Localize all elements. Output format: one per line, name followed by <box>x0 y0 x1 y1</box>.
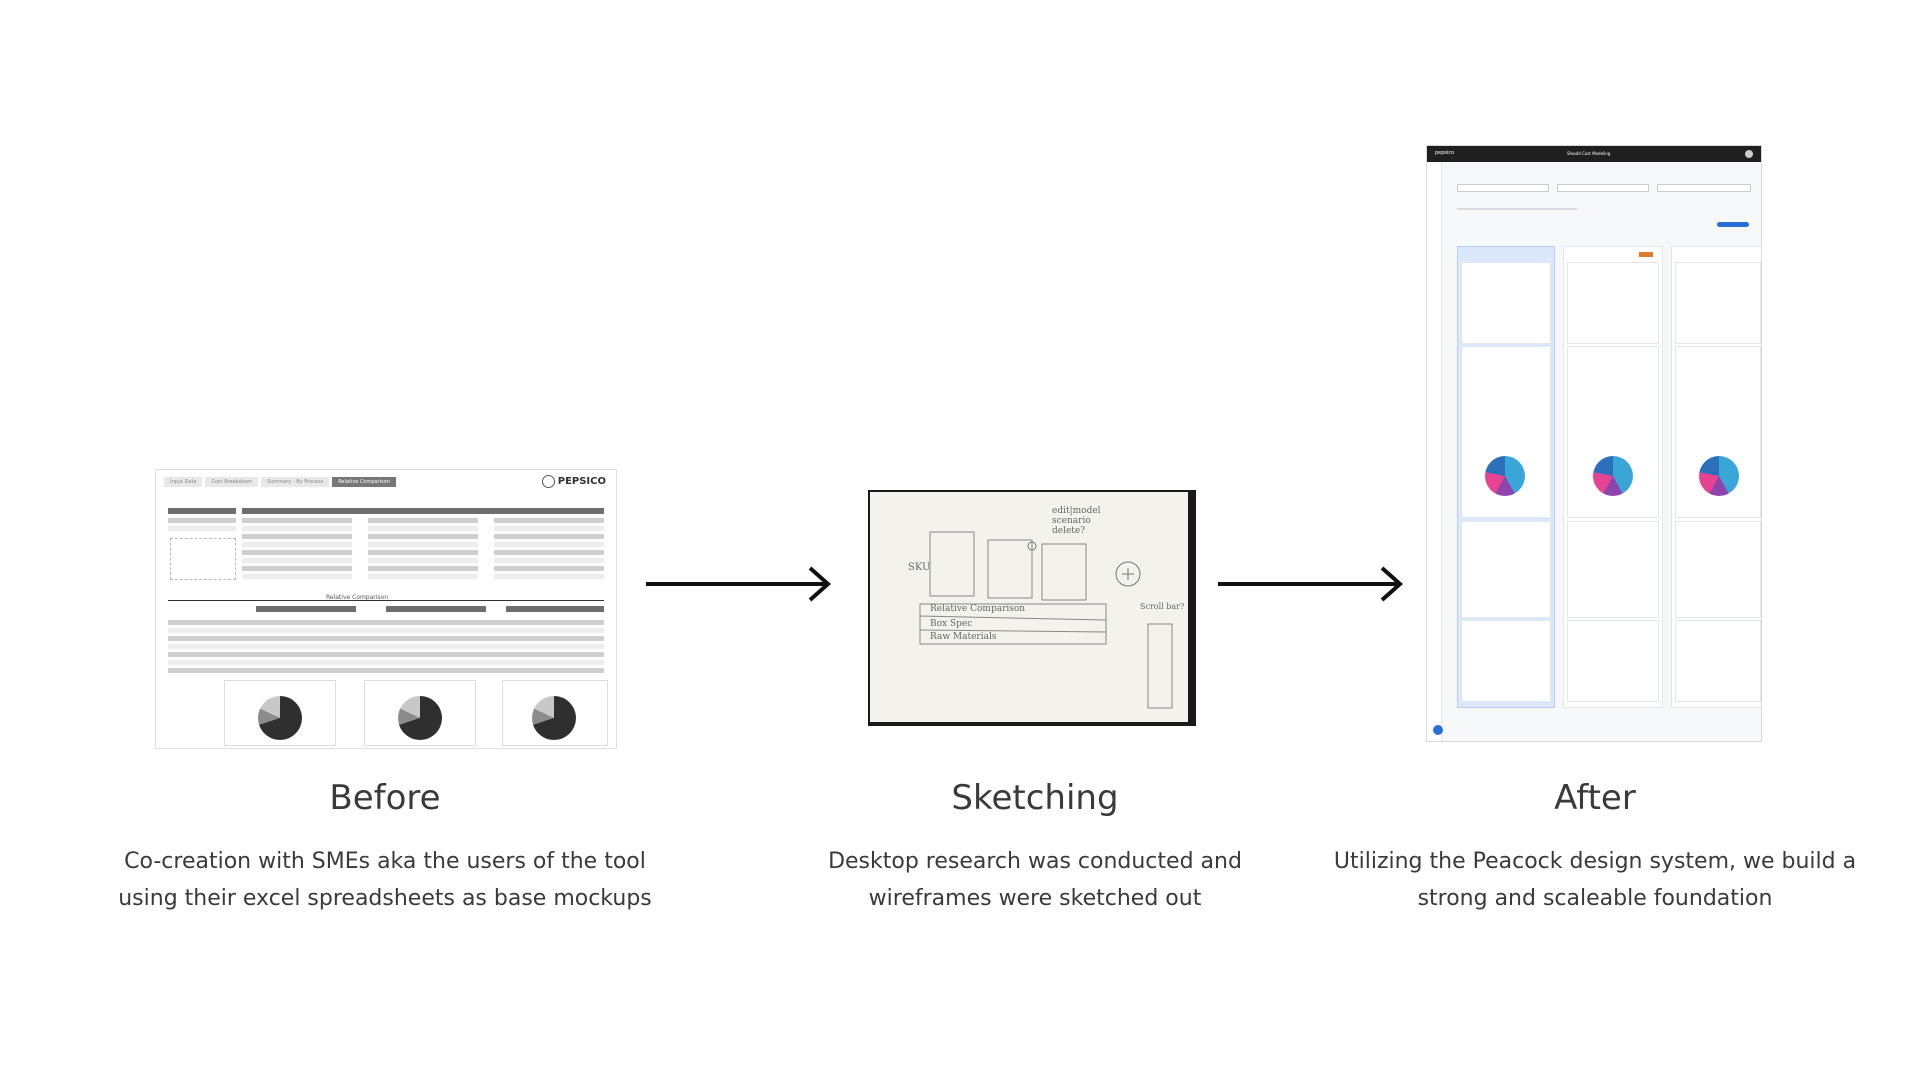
sketch-note-top: edit|model scenario delete? <box>1052 506 1101 536</box>
step-body-line: Co-creation with SMEs aka the users of t… <box>124 849 646 874</box>
sketch-paper: edit|model scenario delete? SKU Relative… <box>870 492 1188 722</box>
section-title: Relative Comparison <box>326 594 389 601</box>
after-app-screenshot: pepsico Should Cost Modeling <box>1426 145 1762 742</box>
step-body-line: using their excel spreadsheets as base m… <box>118 886 652 911</box>
manage-button <box>1717 222 1749 227</box>
globe-icon <box>541 475 555 488</box>
app-topbar: pepsico Should Cost Modeling <box>1427 146 1761 162</box>
sketch-label-sku: SKU <box>908 562 931 573</box>
before-spreadsheet-image: Input Data Cost Breakdown Summary - By P… <box>155 469 617 749</box>
step-title-sketching: Sketching <box>951 778 1119 818</box>
sketch-note-right: Scroll bar? <box>1140 602 1185 611</box>
sketch-photo: edit|model scenario delete? SKU Relative… <box>868 490 1196 726</box>
header-bar <box>242 508 604 514</box>
filter-select <box>1457 184 1549 192</box>
sheet-tab: Cost Breakdown <box>205 477 259 487</box>
help-fab-icon <box>1433 725 1443 735</box>
sketch-row-boxspec: Box Spec <box>930 619 973 629</box>
step-body-after: Utilizing the Peacock design system, we … <box>1295 843 1895 917</box>
step-body-line: Utilizing the Peacock design system, we … <box>1333 849 1857 874</box>
step-body-line: strong and scaleable foundation <box>1417 886 1773 911</box>
filter-select <box>1657 184 1751 192</box>
app-sidebar <box>1427 162 1442 741</box>
step-body-line: wireframes were sketched out <box>868 886 1202 911</box>
app-brand: pepsico <box>1435 150 1455 156</box>
step-body-line: Desktop research was conducted and <box>828 849 1242 874</box>
sheet-tab-active: Relative Comparison <box>332 477 396 487</box>
filter-select <box>1557 184 1649 192</box>
step-body-sketching: Desktop research was conducted and wiref… <box>750 843 1320 917</box>
sheet-tab: Summary - By Process <box>261 477 330 487</box>
pie-chart <box>1593 456 1633 496</box>
pie-chart <box>1485 456 1525 496</box>
pie-chart <box>258 696 302 740</box>
logo-text: PEPSICO <box>557 476 606 487</box>
sketch-row-relative: Relative Comparison <box>930 604 1026 614</box>
sketch-row-raw: Raw Materials <box>930 632 997 642</box>
avatar <box>1745 150 1753 158</box>
app-title: Should Cost Modeling <box>1567 151 1611 156</box>
status-tag <box>1639 252 1653 257</box>
step-title-before: Before <box>329 778 441 818</box>
sheet-tabs: Input Data Cost Breakdown Summary - By P… <box>164 477 396 487</box>
illustration <box>170 538 236 580</box>
pie-chart <box>532 696 576 740</box>
step-body-before: Co-creation with SMEs aka the users of t… <box>100 843 670 917</box>
pie-chart <box>398 696 442 740</box>
pepsico-logo: PEPSICO <box>541 475 606 488</box>
sheet-tab: Input Data <box>164 477 203 487</box>
step-title-after: After <box>1554 778 1636 818</box>
pie-chart <box>1699 456 1739 496</box>
header-bar <box>168 508 236 514</box>
arrow-right-icon <box>1218 566 1404 602</box>
arrow-right-icon <box>646 566 832 602</box>
